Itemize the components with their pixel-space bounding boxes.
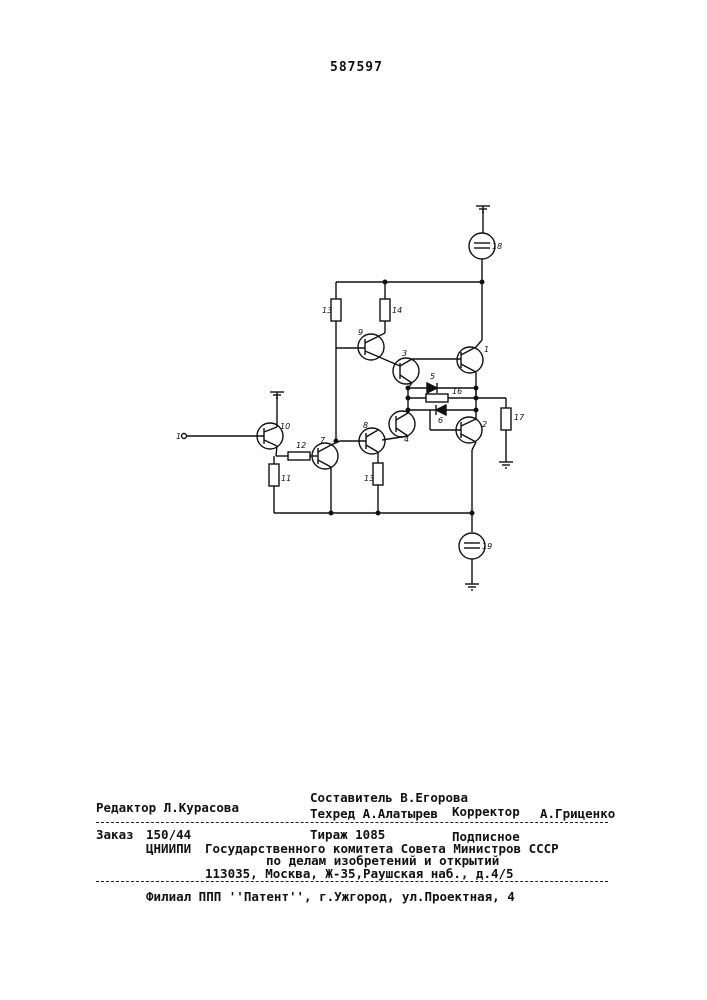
- address: 113035, Москва, Ж-35,Раушская наб., д.4/…: [205, 866, 514, 881]
- resistor-13-bottom: [373, 463, 383, 485]
- divider-top: [96, 822, 608, 823]
- diode-6: [436, 405, 446, 415]
- label-16: 16: [452, 387, 462, 396]
- corrector-label: Корректор: [452, 804, 520, 819]
- techred-line: Техред А.Алатырев: [310, 806, 438, 821]
- label-4: 4: [404, 435, 409, 444]
- label-13-top: 13: [322, 306, 332, 315]
- resistor-12: [288, 452, 310, 460]
- transistor-3: [393, 358, 419, 384]
- label-10: 10: [280, 422, 290, 431]
- resistor-11: [269, 464, 279, 486]
- transistor-9: [358, 333, 385, 360]
- transistor-4: [389, 411, 415, 437]
- resistor-15: [331, 299, 341, 321]
- label-14: 14: [392, 306, 402, 315]
- label-13-bottom: 13: [364, 474, 374, 483]
- editor-line: Редактор Л.Курасова: [96, 800, 239, 815]
- label-8: 8: [363, 421, 368, 430]
- label-9: 9: [358, 328, 363, 337]
- label-6: 6: [438, 416, 443, 425]
- label-5: 5: [430, 372, 435, 381]
- circuit-diagram: 1 1 2 3 4 5 6 7 8 9 10 11 12 13 13 14 16…: [0, 0, 707, 620]
- org-short: ЦНИИПИ: [146, 841, 191, 856]
- order-label: Заказ: [96, 827, 134, 842]
- compiler-line: Составитель В.Егорова: [310, 790, 468, 805]
- label-2: 2: [482, 420, 487, 429]
- label-19: 19: [482, 542, 492, 551]
- input-label: 1: [176, 432, 181, 441]
- corrector-name: А.Гриценко: [540, 806, 615, 821]
- label-3: 3: [402, 349, 407, 358]
- ground-symbol-top: [476, 206, 490, 233]
- resistor-17: [501, 408, 511, 430]
- transistor-1: [457, 347, 483, 373]
- label-1: 1: [484, 345, 489, 354]
- label-18: 18: [492, 242, 502, 251]
- ground-symbol-bottom: [465, 584, 479, 590]
- order-value: 150/44: [146, 827, 191, 842]
- branch-line: Филиал ППП ''Патент'', г.Ужгород, ул.Про…: [146, 889, 515, 904]
- label-17: 17: [514, 413, 525, 422]
- resistor-16: [426, 394, 448, 402]
- input-terminal: [182, 434, 187, 439]
- circulation: Тираж 1085: [310, 827, 385, 842]
- diode-5: [427, 383, 437, 393]
- divider-bottom: [96, 881, 608, 882]
- resistor-14: [380, 299, 390, 321]
- label-11: 11: [281, 474, 291, 483]
- label-12: 12: [296, 441, 306, 450]
